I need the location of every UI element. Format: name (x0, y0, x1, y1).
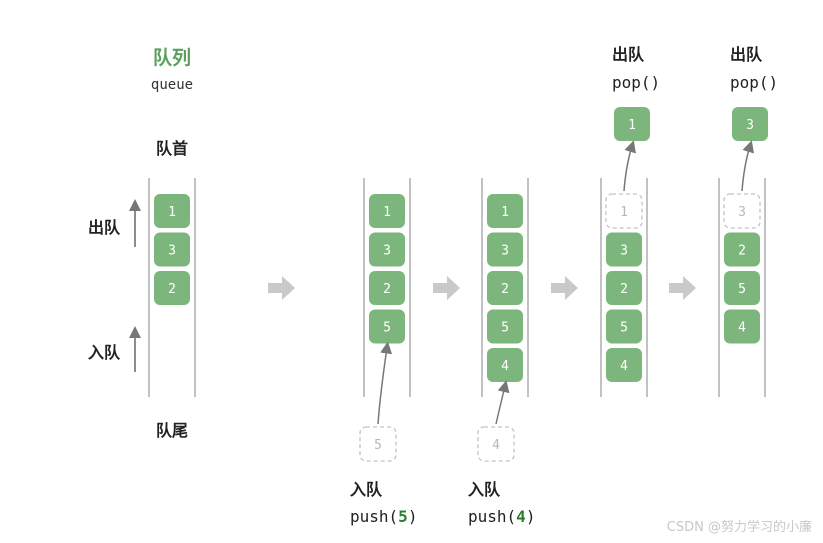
queue-cell (487, 309, 523, 344)
queue-cell-value: 2 (168, 282, 176, 297)
queue-cell-value: 2 (620, 282, 628, 297)
operation-code: pop() (730, 73, 778, 92)
queue-cell-value: 4 (501, 359, 509, 374)
operation-code-arg: 5 (398, 507, 408, 526)
queue-cell (369, 194, 405, 228)
queue-tail-label: 队尾 (156, 421, 188, 440)
queue-cell-value: 4 (738, 321, 746, 336)
queue-cell (154, 194, 190, 228)
queue-cell (606, 271, 642, 305)
operation-label: 出队 (612, 45, 645, 64)
queue-cell-value: 5 (383, 321, 391, 336)
queue-cell (724, 271, 760, 305)
operation-label: 入队 (468, 480, 501, 499)
operation-label: 入队 (350, 480, 383, 499)
queue-cell-value: 5 (738, 282, 746, 297)
queue-cell-value: 1 (501, 205, 509, 220)
enqueue-side-label: 入队 (88, 343, 121, 362)
incoming-ghost-cell (359, 426, 397, 462)
queue-cell (369, 232, 405, 267)
queue-cell-value: 1 (168, 205, 176, 220)
operation-code-arg: 4 (516, 507, 526, 526)
operation-code-prefix: push( (468, 507, 516, 526)
popped-cell-value: 1 (628, 118, 636, 133)
dequeued-ghost-cell (605, 193, 643, 229)
queue-cell (487, 348, 523, 382)
queue-cell (606, 232, 642, 267)
operation-label: 出队 (730, 45, 763, 64)
queue-cell (154, 232, 190, 267)
watermark: CSDN @努力学习的小廉 (667, 519, 812, 535)
popped-cell-value: 3 (746, 118, 754, 133)
diagram-title: 队列 (153, 46, 191, 69)
stage-5: 3 2 5 4 3 出队 pop() (718, 45, 778, 397)
operation-code-prefix: push( (350, 507, 398, 526)
queue-cell (724, 309, 760, 344)
queue-head-label: 队首 (156, 139, 188, 158)
stage-4: 1 3 2 5 4 1 出队 pop() (600, 45, 660, 397)
queue-cell-value: 4 (620, 359, 628, 374)
queue-cell-value: 1 (383, 205, 391, 220)
dequeue-arrow (623, 140, 636, 192)
queue-cell (369, 271, 405, 305)
queue-stages: 13213255入队push(5)132544入队push(4)132541出队… (148, 45, 778, 526)
enqueue-arrow (495, 380, 510, 425)
queue-cell-value: 3 (501, 244, 509, 259)
queue-cell-value: 2 (383, 282, 391, 297)
operation-code-suffix: ) (526, 507, 536, 526)
stage-transition-arrow (551, 276, 578, 300)
stage-1: 1 3 2 (148, 178, 196, 397)
queue-cell (487, 232, 523, 267)
stage-transition-arrow (669, 276, 696, 300)
queue-cell (369, 309, 405, 344)
queue-cell-value: 5 (501, 321, 509, 336)
queue-cell (487, 271, 523, 305)
incoming-ghost-value: 4 (492, 438, 500, 453)
queue-cell-value: 3 (168, 244, 176, 259)
queue-cell-value: 2 (738, 244, 746, 259)
queue-cell (606, 309, 642, 344)
operation-code: push(4) (468, 507, 535, 526)
incoming-ghost-cell (477, 426, 515, 462)
queue-cell (487, 194, 523, 228)
dequeued-ghost-value: 3 (738, 205, 746, 220)
popped-cell (614, 107, 650, 141)
queue-cell-value: 3 (383, 244, 391, 259)
queue-cell-value: 2 (501, 282, 509, 297)
transition-arrows (268, 276, 696, 300)
queue-cell (154, 271, 190, 305)
dequeued-ghost-cell (723, 193, 761, 229)
dequeue-arrow (741, 140, 754, 192)
queue-cell (724, 232, 760, 267)
queue-cell-value: 3 (620, 244, 628, 259)
queue-cell-value: 5 (620, 321, 628, 336)
operation-code: pop() (612, 73, 660, 92)
enqueue-arrow (377, 341, 393, 425)
operation-code: push(5) (350, 507, 417, 526)
stage-transition-arrow (268, 276, 295, 300)
diagram-subtitle: queue (151, 77, 193, 93)
queue-cell (606, 348, 642, 382)
popped-cell (732, 107, 768, 141)
operation-code-suffix: ) (408, 507, 418, 526)
dequeue-side-label: 出队 (88, 218, 121, 237)
dequeued-ghost-value: 1 (620, 205, 628, 220)
incoming-ghost-value: 5 (374, 438, 382, 453)
stage-transition-arrow (433, 276, 460, 300)
